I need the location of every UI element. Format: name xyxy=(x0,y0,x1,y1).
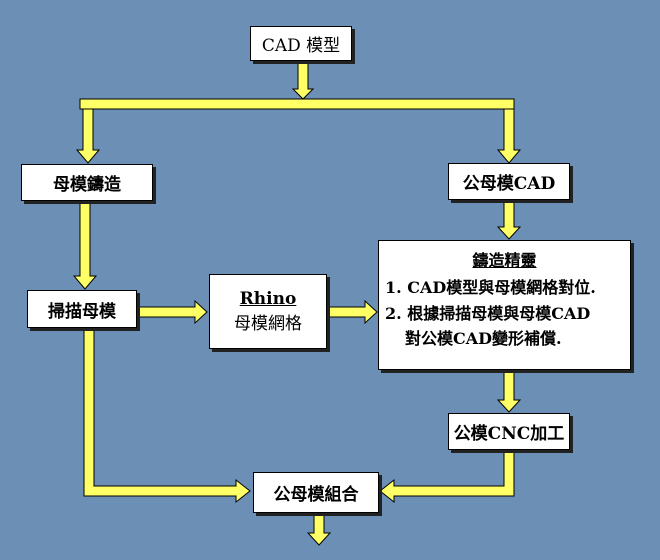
node-rhino-title: Rhino xyxy=(239,288,297,309)
node-assembly-label: 公母模組合 xyxy=(273,485,359,505)
node-cad-model-label: CAD 模型 xyxy=(261,36,341,56)
node-male-cnc: 公模CNC加工 xyxy=(448,413,570,450)
node-male-cnc-label: 公模CNC加工 xyxy=(453,424,565,444)
node-scan-master-label: 掃描母模 xyxy=(48,301,116,322)
node-master-casting: 母模鑄造 xyxy=(21,164,153,201)
arrow-rhino-to-wizard xyxy=(326,299,378,325)
arrow-scan-to-assembly xyxy=(83,327,251,504)
arrow-assembly-out xyxy=(306,512,332,546)
node-casting-wizard-step1: 1. CAD模型與母模網格對位. xyxy=(385,278,596,297)
split-bar xyxy=(79,98,515,110)
arrow-cad-to-split xyxy=(291,60,315,100)
node-casting-wizard: 鑄造精靈 1. CAD模型與母模網格對位. 2. 根據掃描母模與母模CAD 對公… xyxy=(378,240,631,370)
node-casting-wizard-step2b: 對公模CAD變形補償. xyxy=(405,329,562,349)
node-scan-master: 掃描母模 xyxy=(27,290,137,328)
arrow-wizard-to-cnc xyxy=(496,369,522,413)
node-casting-wizard-title: 鑄造精靈 xyxy=(472,251,537,270)
arrow-casting-to-scan xyxy=(72,200,98,290)
arrow-split-to-cad xyxy=(496,108,522,164)
node-rhino-label: 母模網格 xyxy=(234,313,302,334)
node-casting-wizard-step2a: 2. 根據掃描母模與母模CAD xyxy=(385,303,591,323)
node-master-casting-label: 母模鑄造 xyxy=(53,175,121,195)
arrow-scan-to-rhino xyxy=(136,299,208,325)
node-master-cad-label: 公母模CAD xyxy=(462,174,556,194)
arrow-cad-to-wizard xyxy=(496,199,522,240)
node-cad-model: CAD 模型 xyxy=(250,26,352,61)
node-rhino: Rhino 母模網格 xyxy=(209,274,327,349)
arrow-cnc-to-assembly xyxy=(379,449,515,504)
node-assembly: 公母模組合 xyxy=(253,472,379,513)
node-master-cad: 公母模CAD xyxy=(448,163,570,200)
arrow-split-to-casting xyxy=(75,108,101,164)
